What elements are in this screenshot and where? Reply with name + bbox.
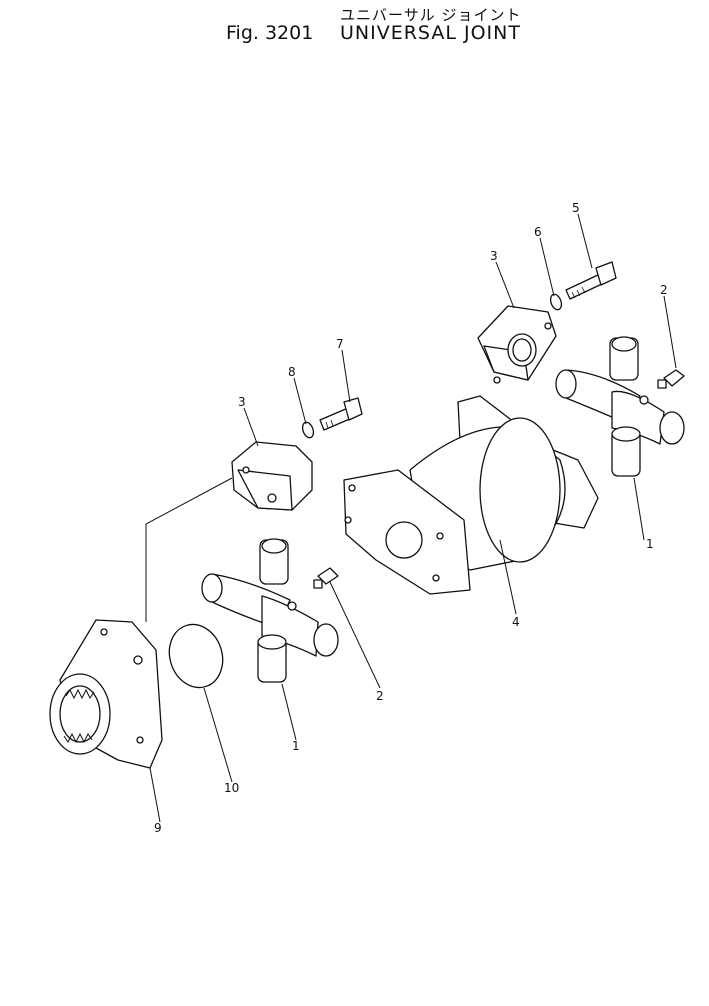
- part-2-grease-fitting-left: [313, 567, 339, 589]
- part-7-bolt: [319, 397, 363, 431]
- callout-2-right: 2: [660, 283, 668, 297]
- callout-1-right: 1: [646, 537, 654, 551]
- part-2-grease-fitting-right: [657, 369, 685, 389]
- callout-2-left: 2: [376, 689, 384, 703]
- callout-4: 4: [512, 615, 520, 629]
- callout-8: 8: [288, 365, 296, 379]
- part-5-bolt: [565, 261, 617, 300]
- leader-lines: [145, 213, 677, 823]
- figure-title-japanese: ユニバーサル ジョイント: [340, 6, 522, 24]
- callout-3-upper: 3: [490, 249, 498, 263]
- callout-6: 6: [534, 225, 542, 239]
- part-8-washer: [301, 421, 315, 439]
- callout-10: 10: [224, 781, 239, 795]
- callout-7: 7: [336, 337, 344, 351]
- callout-1-left: 1: [292, 739, 300, 753]
- part-4-yoke-shaft: [343, 395, 599, 595]
- part-9-splined-flange-yoke: [49, 619, 163, 769]
- callout-5: 5: [572, 201, 580, 215]
- callout-3-left: 3: [238, 395, 246, 409]
- figure-number: Fig. 3201: [226, 22, 314, 44]
- figure-title: UNIVERSAL JOINT: [340, 22, 521, 44]
- part-1-cross-spider-left: [201, 538, 339, 683]
- part-3-cap-upper: [477, 305, 557, 384]
- part-10-cover-plate: [168, 623, 224, 689]
- part-3-cap-left: [231, 441, 313, 511]
- part-6-washer: [549, 293, 563, 311]
- part-1-cross-spider-right: [555, 336, 685, 477]
- callout-9: 9: [154, 821, 162, 835]
